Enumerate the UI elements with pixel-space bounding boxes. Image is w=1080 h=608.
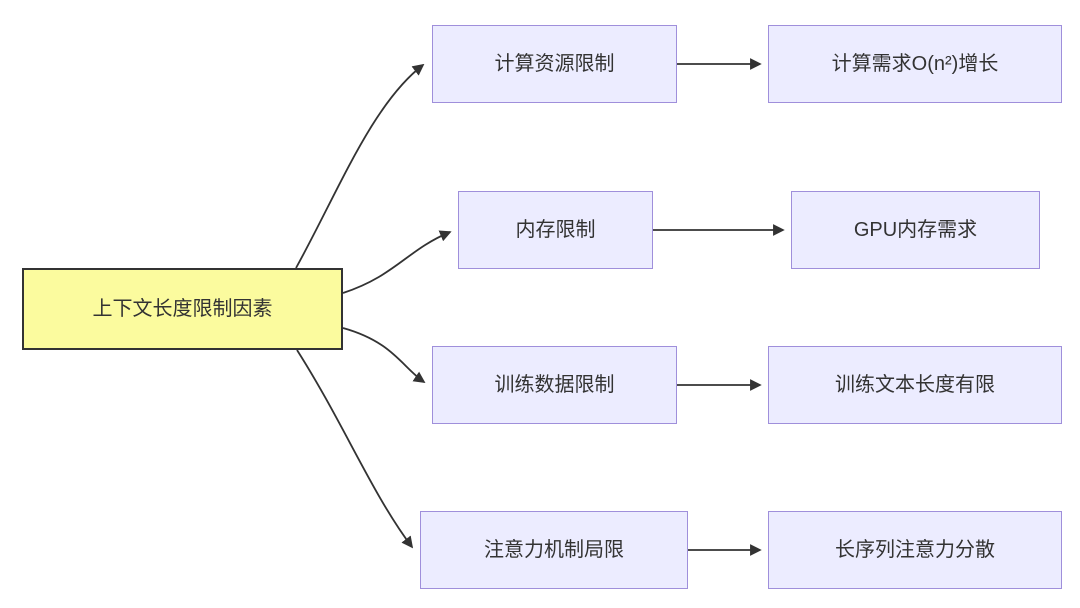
node-label: 训练文本长度有限: [835, 374, 995, 396]
node-label: 计算资源限制: [494, 53, 615, 75]
node-label: 上下文长度限制因素: [92, 298, 273, 320]
edge-root-to-attention: [296, 349, 414, 549]
node-cause-memory-limit: 内存限制: [458, 191, 653, 269]
edge-root-to-memory: [342, 230, 452, 294]
edge-root-to-compute: [295, 63, 425, 269]
node-cause-attention-mechanism-limit: 注意力机制局限: [420, 511, 688, 589]
edge-root-to-training: [342, 327, 426, 383]
node-effect-gpu-memory-demand: GPU内存需求: [791, 191, 1040, 269]
node-label: 内存限制: [515, 219, 596, 241]
node-root-context-length-factors: 上下文长度限制因素: [22, 268, 343, 350]
node-label: 计算需求O(n²)增长: [831, 53, 999, 75]
node-effect-compute-demand-growth: 计算需求O(n²)增长: [768, 25, 1062, 103]
node-label: 训练数据限制: [494, 374, 615, 396]
node-cause-compute-resources: 计算资源限制: [432, 25, 677, 103]
node-label: 长序列注意力分散: [835, 539, 995, 561]
node-label: 注意力机制局限: [484, 539, 624, 561]
node-cause-training-data-limit: 训练数据限制: [432, 346, 677, 424]
node-effect-training-text-length: 训练文本长度有限: [768, 346, 1062, 424]
node-effect-long-sequence-attention-diffusion: 长序列注意力分散: [768, 511, 1062, 589]
node-label: GPU内存需求: [853, 219, 978, 241]
